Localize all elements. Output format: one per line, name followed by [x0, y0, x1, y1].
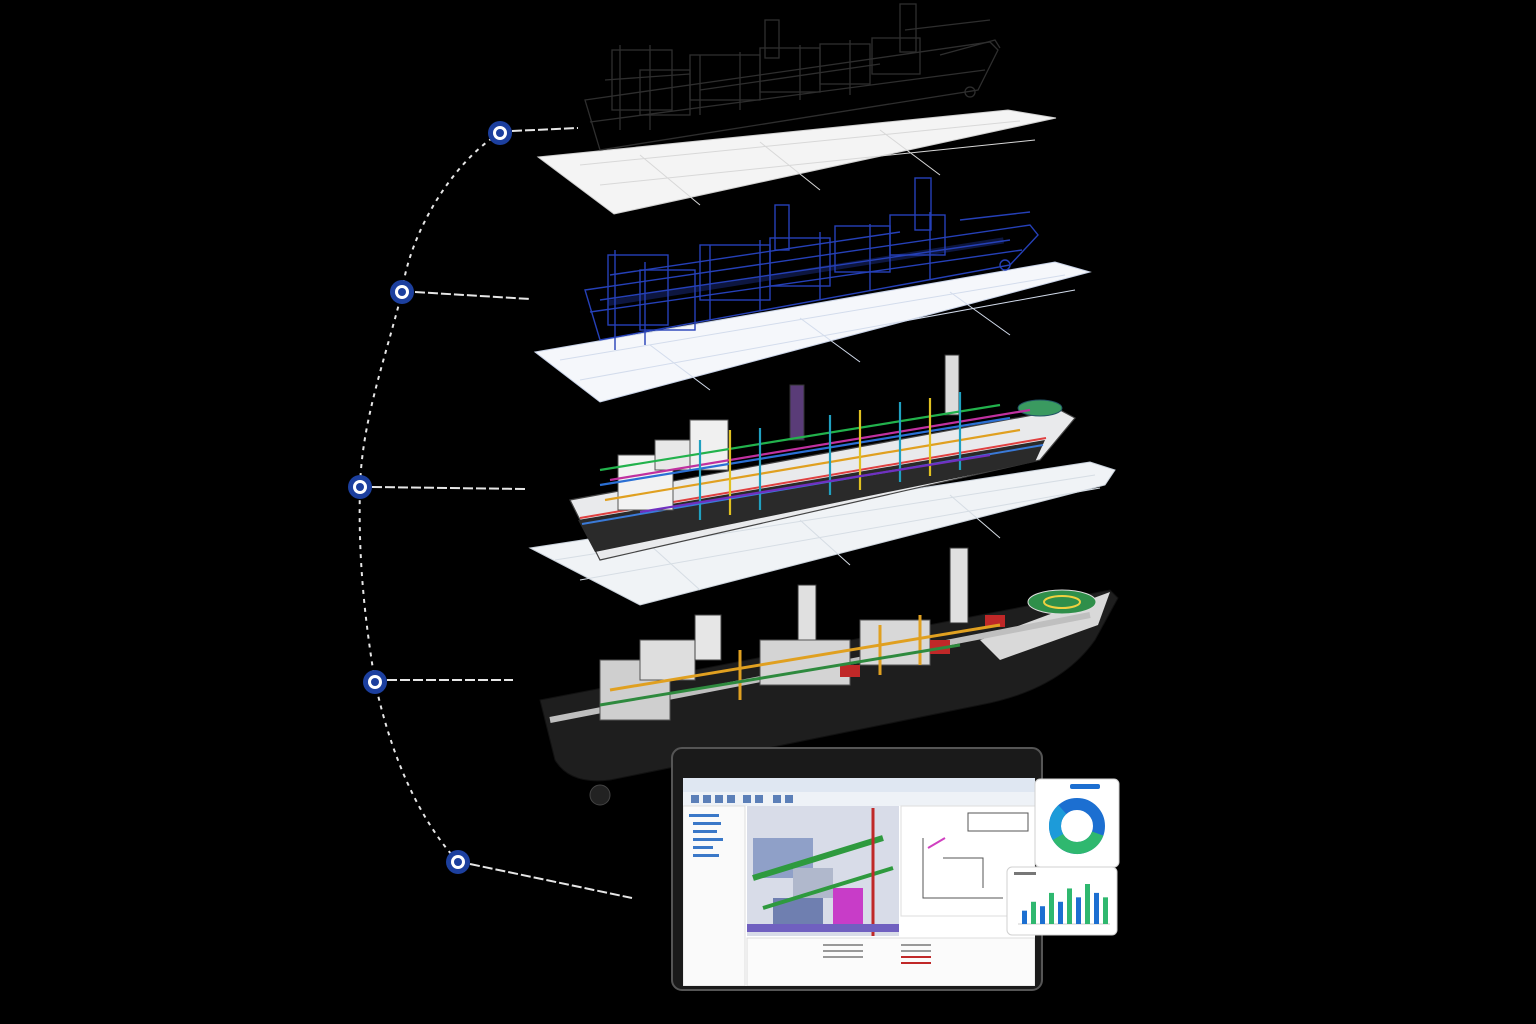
toolbar: [683, 792, 1035, 806]
timeline-node-5[interactable]: [446, 850, 470, 874]
bar: [1076, 897, 1081, 924]
toolbar-icon: [691, 795, 699, 803]
toolbar-icon: [755, 795, 763, 803]
bar: [1103, 897, 1108, 924]
bar: [1067, 888, 1072, 924]
timeline-node-4[interactable]: [363, 670, 387, 694]
bar-chart-bars: [1022, 884, 1108, 924]
bar: [1031, 901, 1036, 924]
bar-chart-card: [1006, 866, 1118, 936]
title-bar: [683, 778, 1035, 792]
stage-wireframe-ship: [533, 177, 1092, 403]
bar: [1022, 910, 1027, 924]
donut-chart-card: [1034, 778, 1120, 868]
donut-card-header: [1070, 784, 1100, 789]
timeline-node-1[interactable]: [488, 121, 512, 145]
monitor-screen: [683, 778, 1035, 986]
donut-ring-cyan: [1049, 798, 1105, 854]
bar: [1040, 906, 1045, 924]
toolbar-icon: [773, 795, 781, 803]
timeline-node-2[interactable]: [390, 280, 414, 304]
timeline-node-3[interactable]: [348, 475, 372, 499]
stage-rendered-ship: [539, 547, 1119, 806]
drawing-highlight: [927, 837, 946, 849]
bar: [1085, 884, 1090, 924]
output-log: [746, 937, 1035, 986]
cad-application-window: [683, 778, 1035, 986]
toolbar-icon: [743, 795, 751, 803]
bar-card-header: [1014, 872, 1036, 875]
toolbar-icon: [785, 795, 793, 803]
stage-sketch-ship: [536, 3, 1057, 215]
bar: [1049, 892, 1054, 924]
timeline-connector: [358, 127, 633, 899]
bar: [1094, 892, 1099, 924]
toolbar-icon: [703, 795, 711, 803]
stage-colored-cad-ship: [528, 354, 1116, 606]
toolbar-icon: [715, 795, 723, 803]
model-tree-panel: [683, 805, 746, 986]
viewport-model: [747, 808, 899, 936]
toolbar-icon: [727, 795, 735, 803]
bar: [1058, 901, 1063, 924]
